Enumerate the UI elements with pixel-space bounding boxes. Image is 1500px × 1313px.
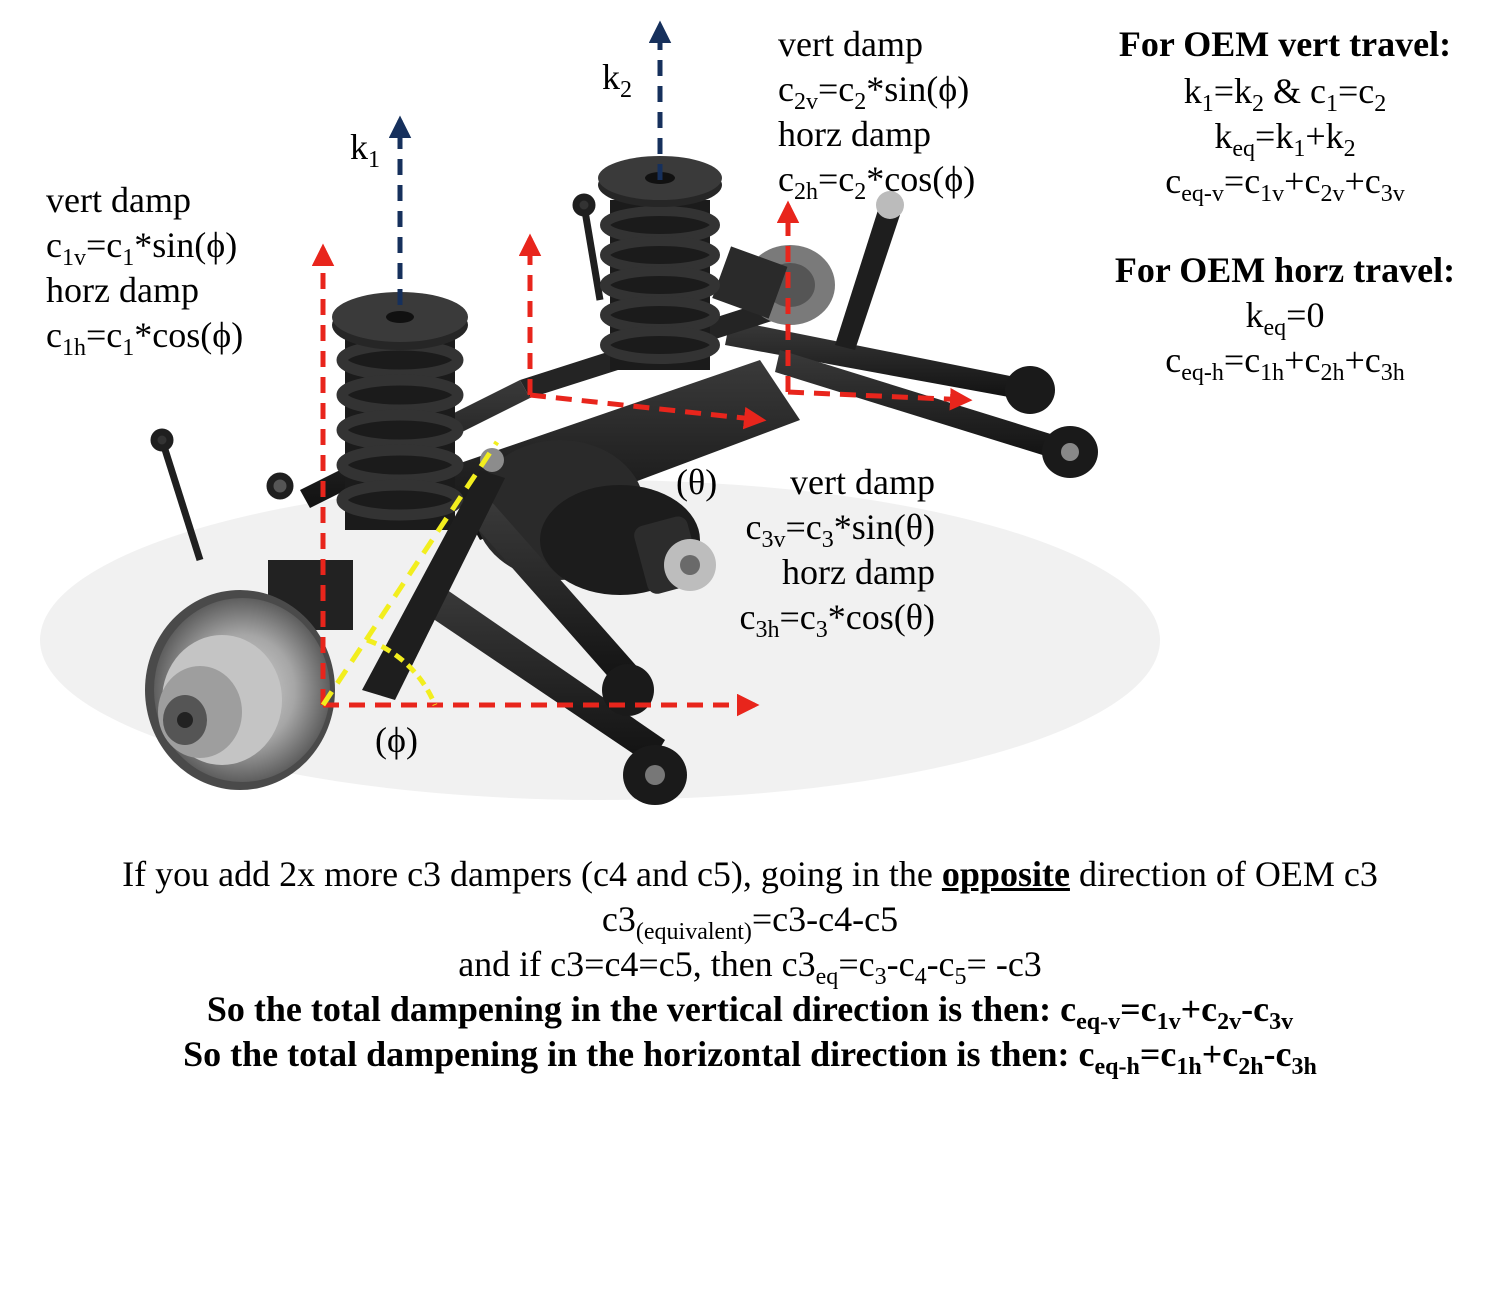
opposite-emphasis: opposite	[941, 854, 1070, 894]
c1-horz-label: horz damp	[46, 270, 199, 310]
oem-vert-line1: k1=k2 & c1=c2	[1183, 71, 1387, 117]
c1-vert-equation: c1v=c1*sin(ϕ)	[46, 225, 238, 271]
c2-horizontal-arrow	[787, 387, 973, 411]
c3-vert-label: vert damp	[790, 462, 935, 502]
sway-links	[150, 193, 604, 562]
bottom-line-3: and if c3=c4=c5, then c3eq=c3-c4-c5= -c3	[458, 944, 1042, 990]
oem-vert-line3: ceq-v=c1v+c2v+c3v	[1165, 161, 1405, 207]
theta-label: (θ)	[676, 462, 718, 502]
c1-horz-equation: c1h=c1*cos(ϕ)	[46, 315, 244, 361]
oem-horz-line1: keq=0	[1245, 295, 1325, 341]
phi-angle-marker	[320, 440, 500, 707]
k1-label: k1	[350, 127, 380, 173]
c2-vert-equation: c2v=c2*sin(ϕ)	[778, 69, 970, 115]
bottom-line-4: So the total dampening in the vertical d…	[206, 989, 1294, 1035]
bottom-line-1: If you add 2x more c3 dampers (c4 and c5…	[122, 854, 1378, 894]
coil-spring-1	[332, 292, 468, 530]
left-shock-absorber	[362, 448, 505, 700]
c1-vert-label: vert damp	[46, 180, 191, 220]
spring-arrows	[388, 20, 672, 305]
c2-vert-label: vert damp	[778, 24, 923, 64]
brake-rotor	[145, 560, 353, 790]
right-shock-absorber	[835, 191, 904, 350]
phi-label: (ϕ)	[375, 720, 418, 760]
bottom-line-2: c3(equivalent)=c3-c4-c5	[601, 899, 899, 945]
oem-horz-line2: ceq-h=c1h+c2h+c3h	[1165, 340, 1405, 386]
oem-vert-title: For OEM vert travel:	[1118, 24, 1452, 64]
c2-horz-label: horz damp	[778, 114, 931, 154]
coil-spring-2	[598, 156, 722, 370]
c3-horizontal-arrow	[529, 392, 767, 430]
k2-label: k2	[602, 57, 632, 103]
c3-horz-equation: c3h=c3*cos(θ)	[739, 597, 935, 643]
c2-horz-equation: c2h=c2*cos(ϕ)	[778, 159, 976, 205]
damping-arrows	[311, 200, 973, 717]
c3-vert-equation: c3v=c3*sin(θ)	[745, 507, 936, 553]
c3-horz-label: horz damp	[782, 552, 935, 592]
bottom-line-5: So the total dampening in the horizontal…	[183, 1034, 1317, 1080]
oem-vert-line2: keq=k1+k2	[1214, 116, 1356, 162]
oem-horz-title: For OEM horz travel:	[1114, 250, 1456, 290]
